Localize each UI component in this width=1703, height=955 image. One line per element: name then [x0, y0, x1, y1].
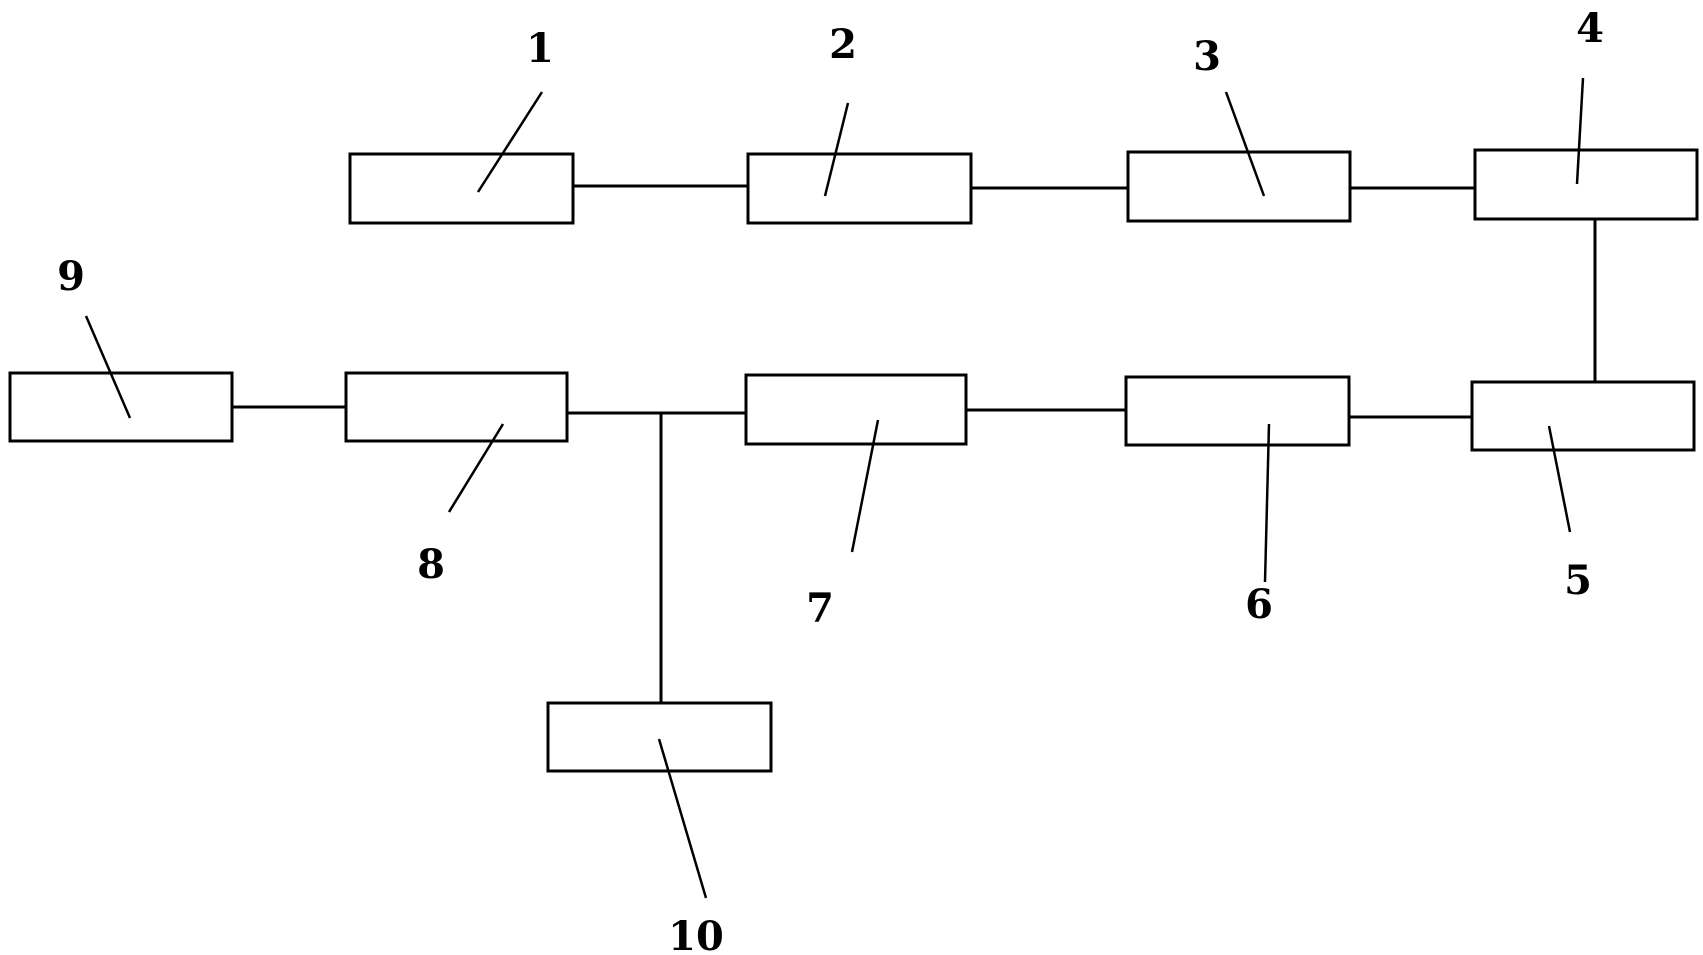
callout-8: 8 — [417, 541, 445, 588]
callout-4: 4 — [1576, 5, 1604, 52]
leader-3 — [1224, 91, 1266, 197]
block-3 — [1126, 150, 1352, 223]
leader-8 — [447, 423, 505, 513]
callout-9: 9 — [57, 253, 85, 300]
leader-6 — [1263, 423, 1271, 583]
callout-6: 6 — [1245, 581, 1273, 628]
block-10 — [546, 701, 773, 773]
leader-2 — [823, 102, 850, 197]
callout-10: 10 — [668, 913, 724, 955]
block-8 — [344, 371, 569, 443]
leader-4 — [1575, 77, 1585, 185]
block-6 — [1124, 375, 1351, 447]
leader-7 — [850, 419, 880, 553]
block-1 — [348, 152, 575, 225]
leader-10 — [657, 738, 708, 899]
callout-2: 2 — [829, 21, 857, 68]
callout-5: 5 — [1564, 557, 1592, 604]
block-9 — [8, 371, 234, 443]
leader-5 — [1547, 425, 1572, 533]
leader-1 — [476, 91, 544, 193]
block-5 — [1470, 380, 1696, 452]
callout-1: 1 — [526, 25, 554, 72]
block-2 — [746, 152, 973, 225]
block-7 — [744, 373, 968, 446]
block-4 — [1473, 148, 1699, 221]
callout-7: 7 — [806, 585, 834, 632]
leader-9 — [84, 315, 132, 419]
callout-3: 3 — [1193, 33, 1221, 80]
